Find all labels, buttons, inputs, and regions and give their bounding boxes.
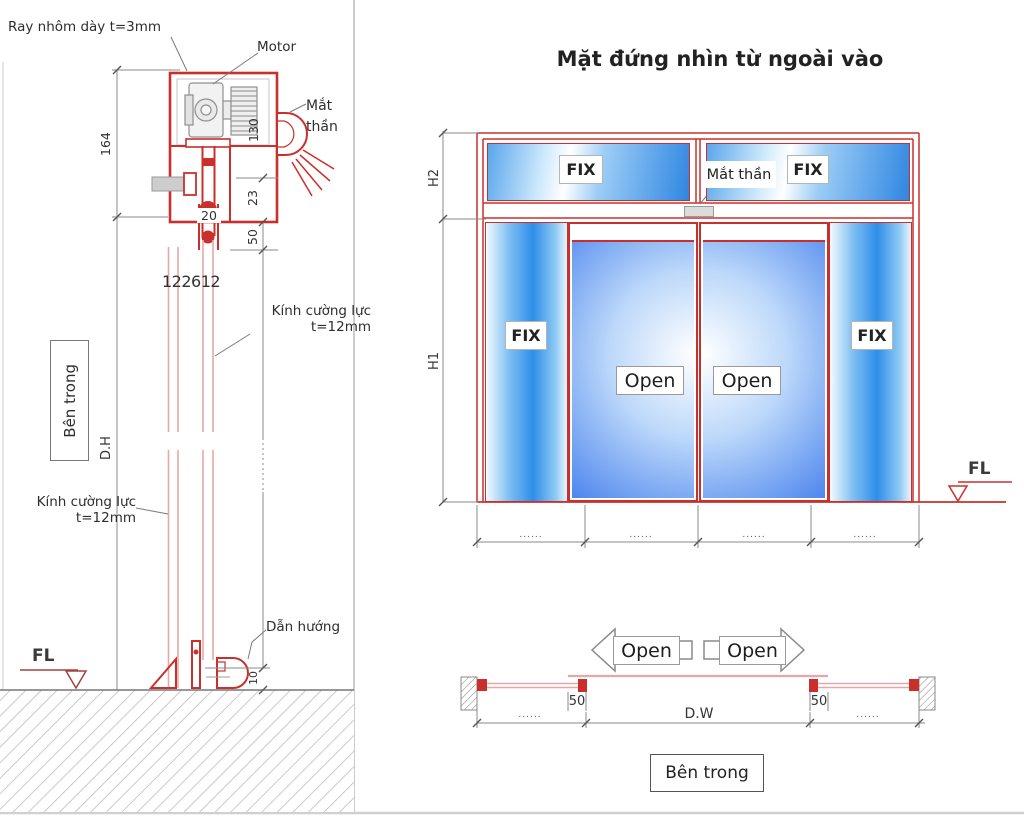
rail-label: Ray nhôm dày t=3mm [8, 19, 162, 35]
glass-label-right-line1: Kính cường lực [271, 303, 371, 319]
elevation-dim-3: ...... [742, 530, 766, 540]
section-leader-lines [135, 36, 307, 660]
dim-130: 130 [246, 118, 261, 142]
plan-dim-left: ...... [518, 710, 542, 720]
open-label-elevation-left: Open [616, 366, 684, 395]
dim-h1: H1 [427, 351, 442, 371]
plan-dim-right: ...... [856, 710, 880, 720]
section-motor [184, 82, 258, 138]
guide-label: Dẫn hướng [266, 619, 341, 635]
glass-label-left: Kính cường lực t=12mm [4, 494, 136, 526]
elevation-dimensions [438, 128, 924, 548]
section-dimensions [112, 65, 278, 695]
section-sensor [276, 112, 335, 197]
elevation-dim-2: ...... [629, 530, 653, 540]
elevation-title: Mặt đứng nhìn từ ngoài vào [556, 47, 884, 71]
dim-h2: H2 [427, 168, 442, 188]
plan-walls [460, 676, 936, 711]
open-label-elevation-right: Open [713, 366, 781, 395]
plan-dim-dw: D.W [684, 706, 714, 722]
sliding-leaf-right [699, 222, 829, 502]
elevation-dim-4: ...... [853, 530, 877, 540]
fix-label-transom-left: FIX [559, 155, 603, 184]
section-fl-marker [20, 669, 88, 690]
open-label-plan-right: Open [719, 636, 786, 665]
plan-door-lines [477, 674, 919, 692]
glass-label-right: Kính cường lực t=12mm [249, 303, 371, 335]
section-floor-guide [148, 640, 249, 689]
plan-dim-50-right: 50 [810, 694, 828, 709]
elevation-dim-1: ...... [519, 530, 543, 540]
dim-10: 10 [247, 671, 260, 685]
plan-dimensions [472, 692, 925, 728]
dim-164: 164 [98, 132, 113, 156]
fix-label-side-left: FIX [505, 321, 547, 350]
glass-label-left-line1: Kính cường lực [36, 494, 136, 510]
glass-label-left-line2: t=12mm [75, 510, 136, 526]
elevation-sensor [684, 206, 714, 217]
section-inside-box: Bên trong [50, 340, 89, 461]
section-floor [0, 689, 354, 812]
plan-dim-50-left: 50 [568, 694, 586, 709]
section-sensor-label: Mắt thần [306, 98, 338, 135]
fix-label-side-right: FIX [851, 321, 893, 350]
section-inside-label: Bên trong [60, 363, 79, 438]
sliding-leaf-left [568, 222, 698, 502]
dim-20: 20 [197, 208, 221, 223]
elevation-sensor-label: Mắt thần [702, 161, 776, 188]
elevation-fl-label: FL [968, 459, 991, 479]
dim-50: 50 [245, 229, 260, 245]
section-glass-lines [167, 240, 214, 688]
section-hanger-rollers [151, 138, 231, 250]
section-fl-label: FL [32, 646, 55, 666]
open-label-plan-left: Open [613, 636, 680, 665]
fix-label-transom-right: FIX [787, 155, 829, 184]
fix-side-panel-right [829, 222, 912, 502]
motor-label: Motor [257, 39, 297, 55]
dim-glass-stack: 122612 [162, 272, 221, 291]
elevation-fl-marker [947, 481, 1012, 503]
dim-23: 23 [245, 190, 260, 206]
plan-inside-box: Bên trong [650, 754, 764, 792]
dim-dh: D.H [99, 436, 114, 460]
fix-side-panel-left [485, 222, 568, 502]
glass-label-right-line2: t=12mm [310, 319, 371, 335]
